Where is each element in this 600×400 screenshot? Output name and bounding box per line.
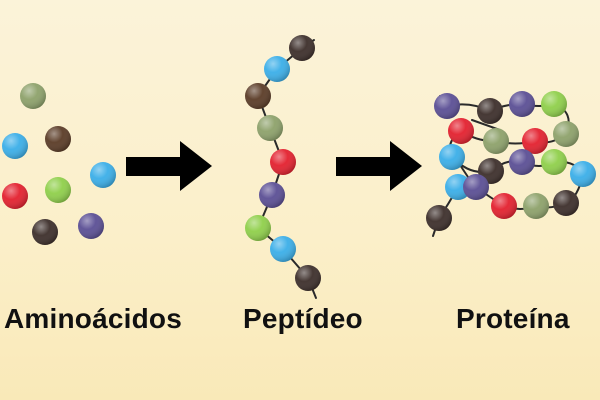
amino-acid-bead [45, 126, 71, 152]
protein-bead [448, 118, 474, 144]
right-arrow-icon [126, 141, 212, 191]
protein-bead [570, 161, 596, 187]
peptide-bead [264, 56, 290, 82]
amino-acid-beads [2, 35, 596, 291]
peptide-label: Peptídeo [243, 303, 363, 334]
protein-bead [463, 174, 489, 200]
amino-acid-bead [90, 162, 116, 188]
arrows [126, 141, 422, 191]
amino-acid-bead [45, 177, 71, 203]
protein-bead [445, 174, 471, 200]
protein-bead [434, 93, 460, 119]
protein-bead [426, 205, 452, 231]
amino-acid-bead [78, 213, 104, 239]
amino-acids-label: Aminoácidos [4, 303, 183, 334]
protein-bead [522, 128, 548, 154]
protein-bead [491, 193, 517, 219]
protein-bead [523, 193, 549, 219]
protein-bead [541, 91, 567, 117]
protein-bead [509, 91, 535, 117]
amino-acid-bead [2, 133, 28, 159]
peptide-bead [259, 182, 285, 208]
peptide-bead [245, 83, 271, 109]
protein-bead [483, 128, 509, 154]
peptide-bonds [257, 39, 585, 299]
peptide-bead [257, 115, 283, 141]
protein-label: Proteína [456, 303, 570, 334]
protein-bead [439, 144, 465, 170]
peptide-bead [289, 35, 315, 61]
protein-bead [553, 121, 579, 147]
protein-bead [477, 98, 503, 124]
peptide-bead [270, 236, 296, 262]
protein-bead [541, 149, 567, 175]
protein-bead [509, 149, 535, 175]
protein-bead [553, 190, 579, 216]
peptide-bead [245, 215, 271, 241]
amino-acid-bead [20, 83, 46, 109]
right-arrow-icon [336, 141, 422, 191]
peptide-bead [270, 149, 296, 175]
peptide-bead [295, 265, 321, 291]
amino-acid-bead [2, 183, 28, 209]
amino-acid-bead [32, 219, 58, 245]
